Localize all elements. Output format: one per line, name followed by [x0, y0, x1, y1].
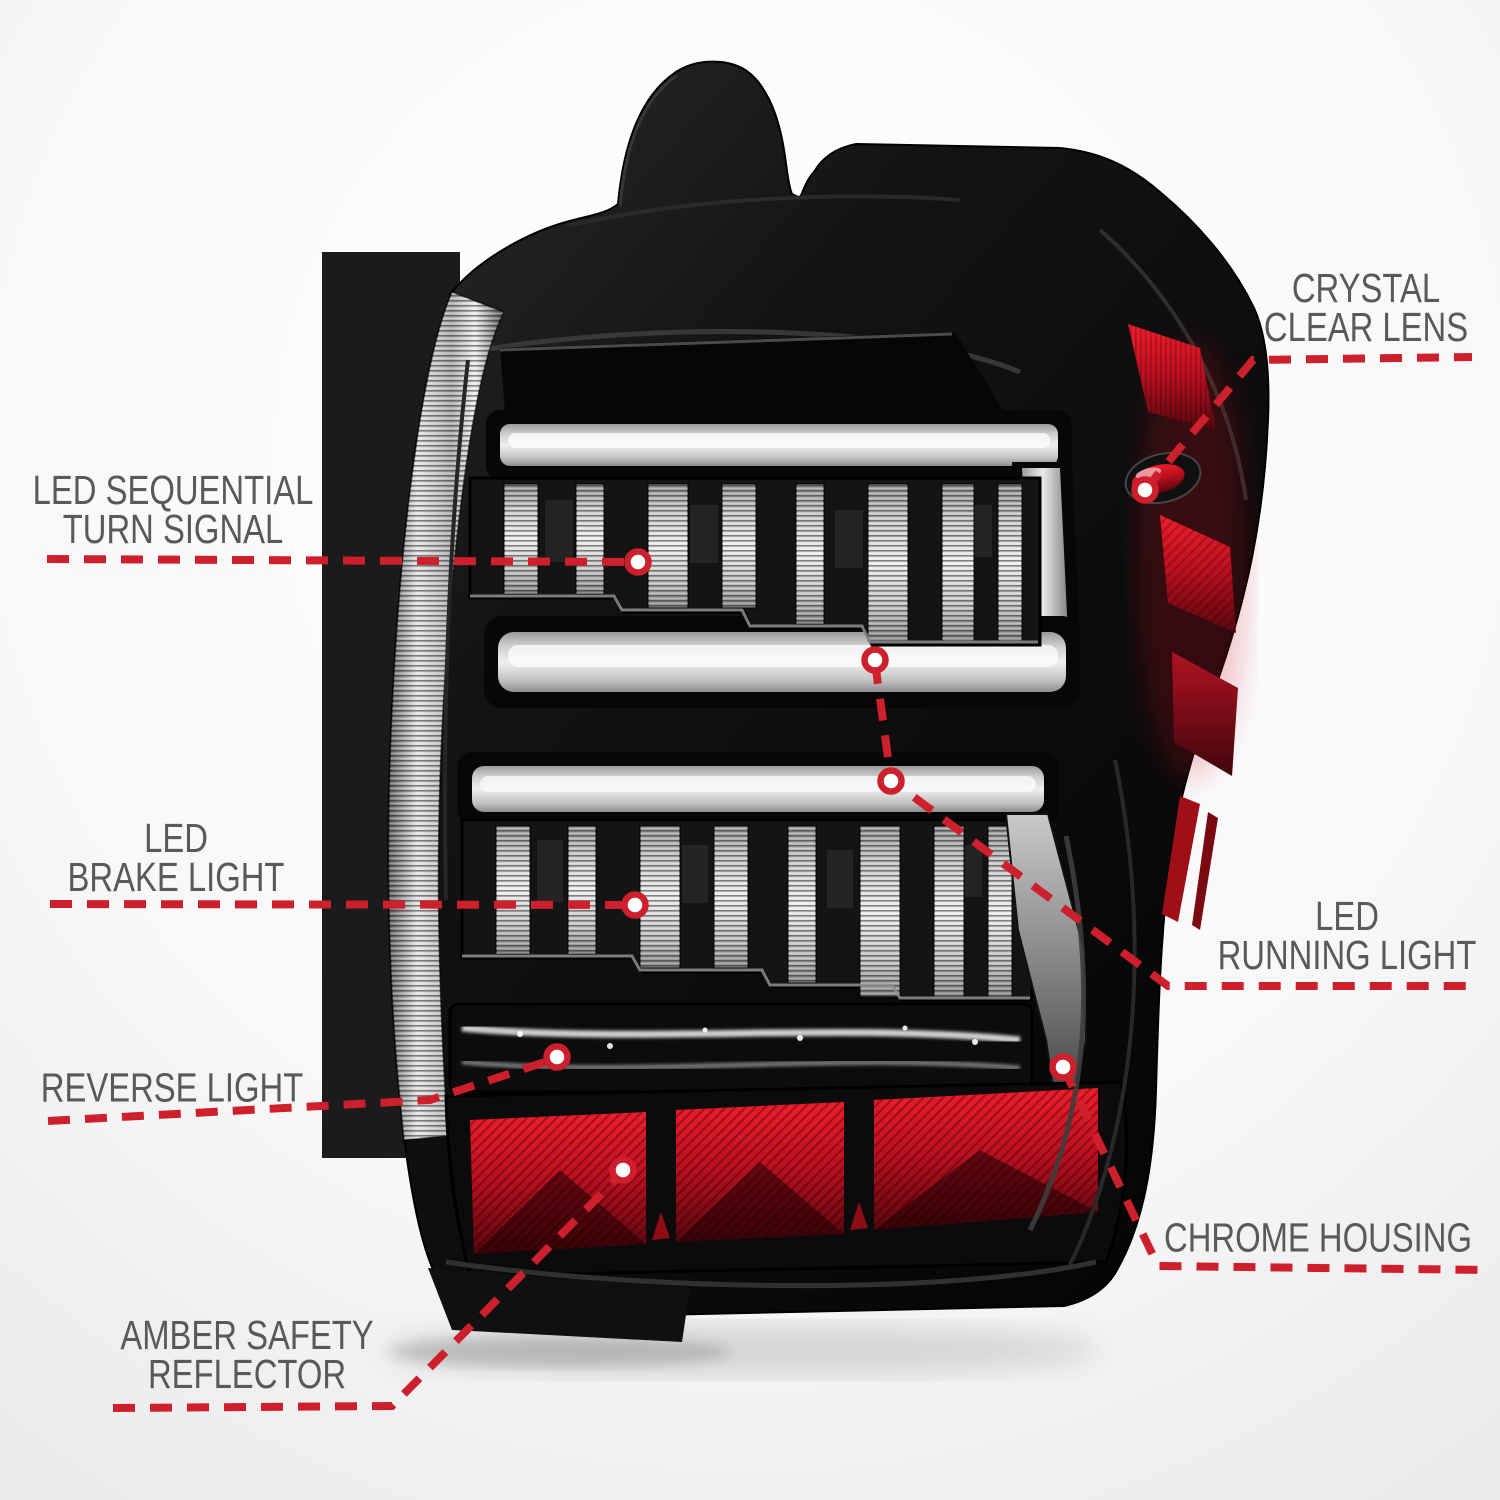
- label-line: CLEAR LENS: [1263, 304, 1469, 350]
- safety-reflector-panel: [444, 1080, 1128, 1278]
- callout-label-led-brake-light: LED BRAKE LIGHT: [67, 815, 285, 900]
- label-line: LED SEQUENTIAL: [32, 467, 314, 513]
- ground-shadow: [380, 1324, 1100, 1376]
- leader-turn-signal: [46, 555, 639, 566]
- callout-label-led-sequential-turn-signal: LED SEQUENTIAL TURN SIGNAL: [32, 467, 314, 552]
- marker-reverse-light: [543, 1043, 571, 1071]
- label-line: LED: [1315, 893, 1379, 939]
- marker-brake-light: [621, 891, 649, 919]
- label-line: CHROME HOUSING: [1164, 1214, 1472, 1261]
- marker-chrome-housing: [1049, 1053, 1077, 1081]
- chrome-left-strip: [387, 291, 506, 1141]
- top-recess: [499, 332, 1005, 414]
- marker-crystal-clear-lens: [1131, 476, 1159, 504]
- turn-signal-window: [468, 476, 1042, 647]
- label-line: REVERSE LIGHT: [40, 1064, 304, 1111]
- label-line: TURN SIGNAL: [62, 506, 284, 552]
- reverse-light-sparkles: [517, 1025, 978, 1049]
- reflector-segments: [470, 1088, 1098, 1254]
- leader-reverse-light: [47, 1054, 559, 1125]
- label-line: LED: [144, 815, 208, 861]
- leader-amber-reflector: [112, 1169, 626, 1412]
- marker-running-light-lower: [877, 767, 905, 795]
- label-line: CRYSTAL: [1291, 265, 1441, 311]
- label-line: RUNNING LIGHT: [1217, 932, 1477, 978]
- label-line: AMBER SAFETY: [120, 1312, 374, 1358]
- callout-label-reverse-light: REVERSE LIGHT: [40, 1064, 304, 1111]
- reverse-light-strip: [448, 1002, 1034, 1094]
- marker-amber-reflector: [609, 1156, 637, 1184]
- callout-label-amber-safety-reflector: AMBER SAFETY REFLECTOR: [120, 1312, 374, 1397]
- leader-crystal-clear-lens: [1141, 353, 1473, 493]
- brake-light-window: [460, 818, 1034, 1002]
- callout-label-chrome-housing: CHROME HOUSING: [1164, 1214, 1472, 1261]
- red-lens-segments: [1128, 324, 1247, 930]
- running-light-lower-bar: [458, 752, 1058, 826]
- marker-running-light-upper: [861, 646, 889, 674]
- callout-markers: [543, 476, 1159, 1184]
- housing-bottom-foot: [428, 1268, 690, 1342]
- marker-turn-signal: [624, 548, 652, 576]
- housing-gloss-creases: [442, 359, 1137, 1289]
- leader-brake-light: [49, 900, 636, 909]
- label-line: REFLECTOR: [147, 1351, 347, 1397]
- callout-leader-lines: [46, 353, 1488, 1412]
- turn-signal-reflector-bars: [470, 483, 1038, 644]
- callout-label-crystal-clear-lens: CRYSTAL CLEAR LENS: [1263, 265, 1469, 350]
- brake-light-reflector-bars: [462, 825, 1030, 1000]
- label-line: BRAKE LIGHT: [67, 854, 285, 900]
- callout-label-led-running-light: LED RUNNING LIGHT: [1217, 893, 1477, 978]
